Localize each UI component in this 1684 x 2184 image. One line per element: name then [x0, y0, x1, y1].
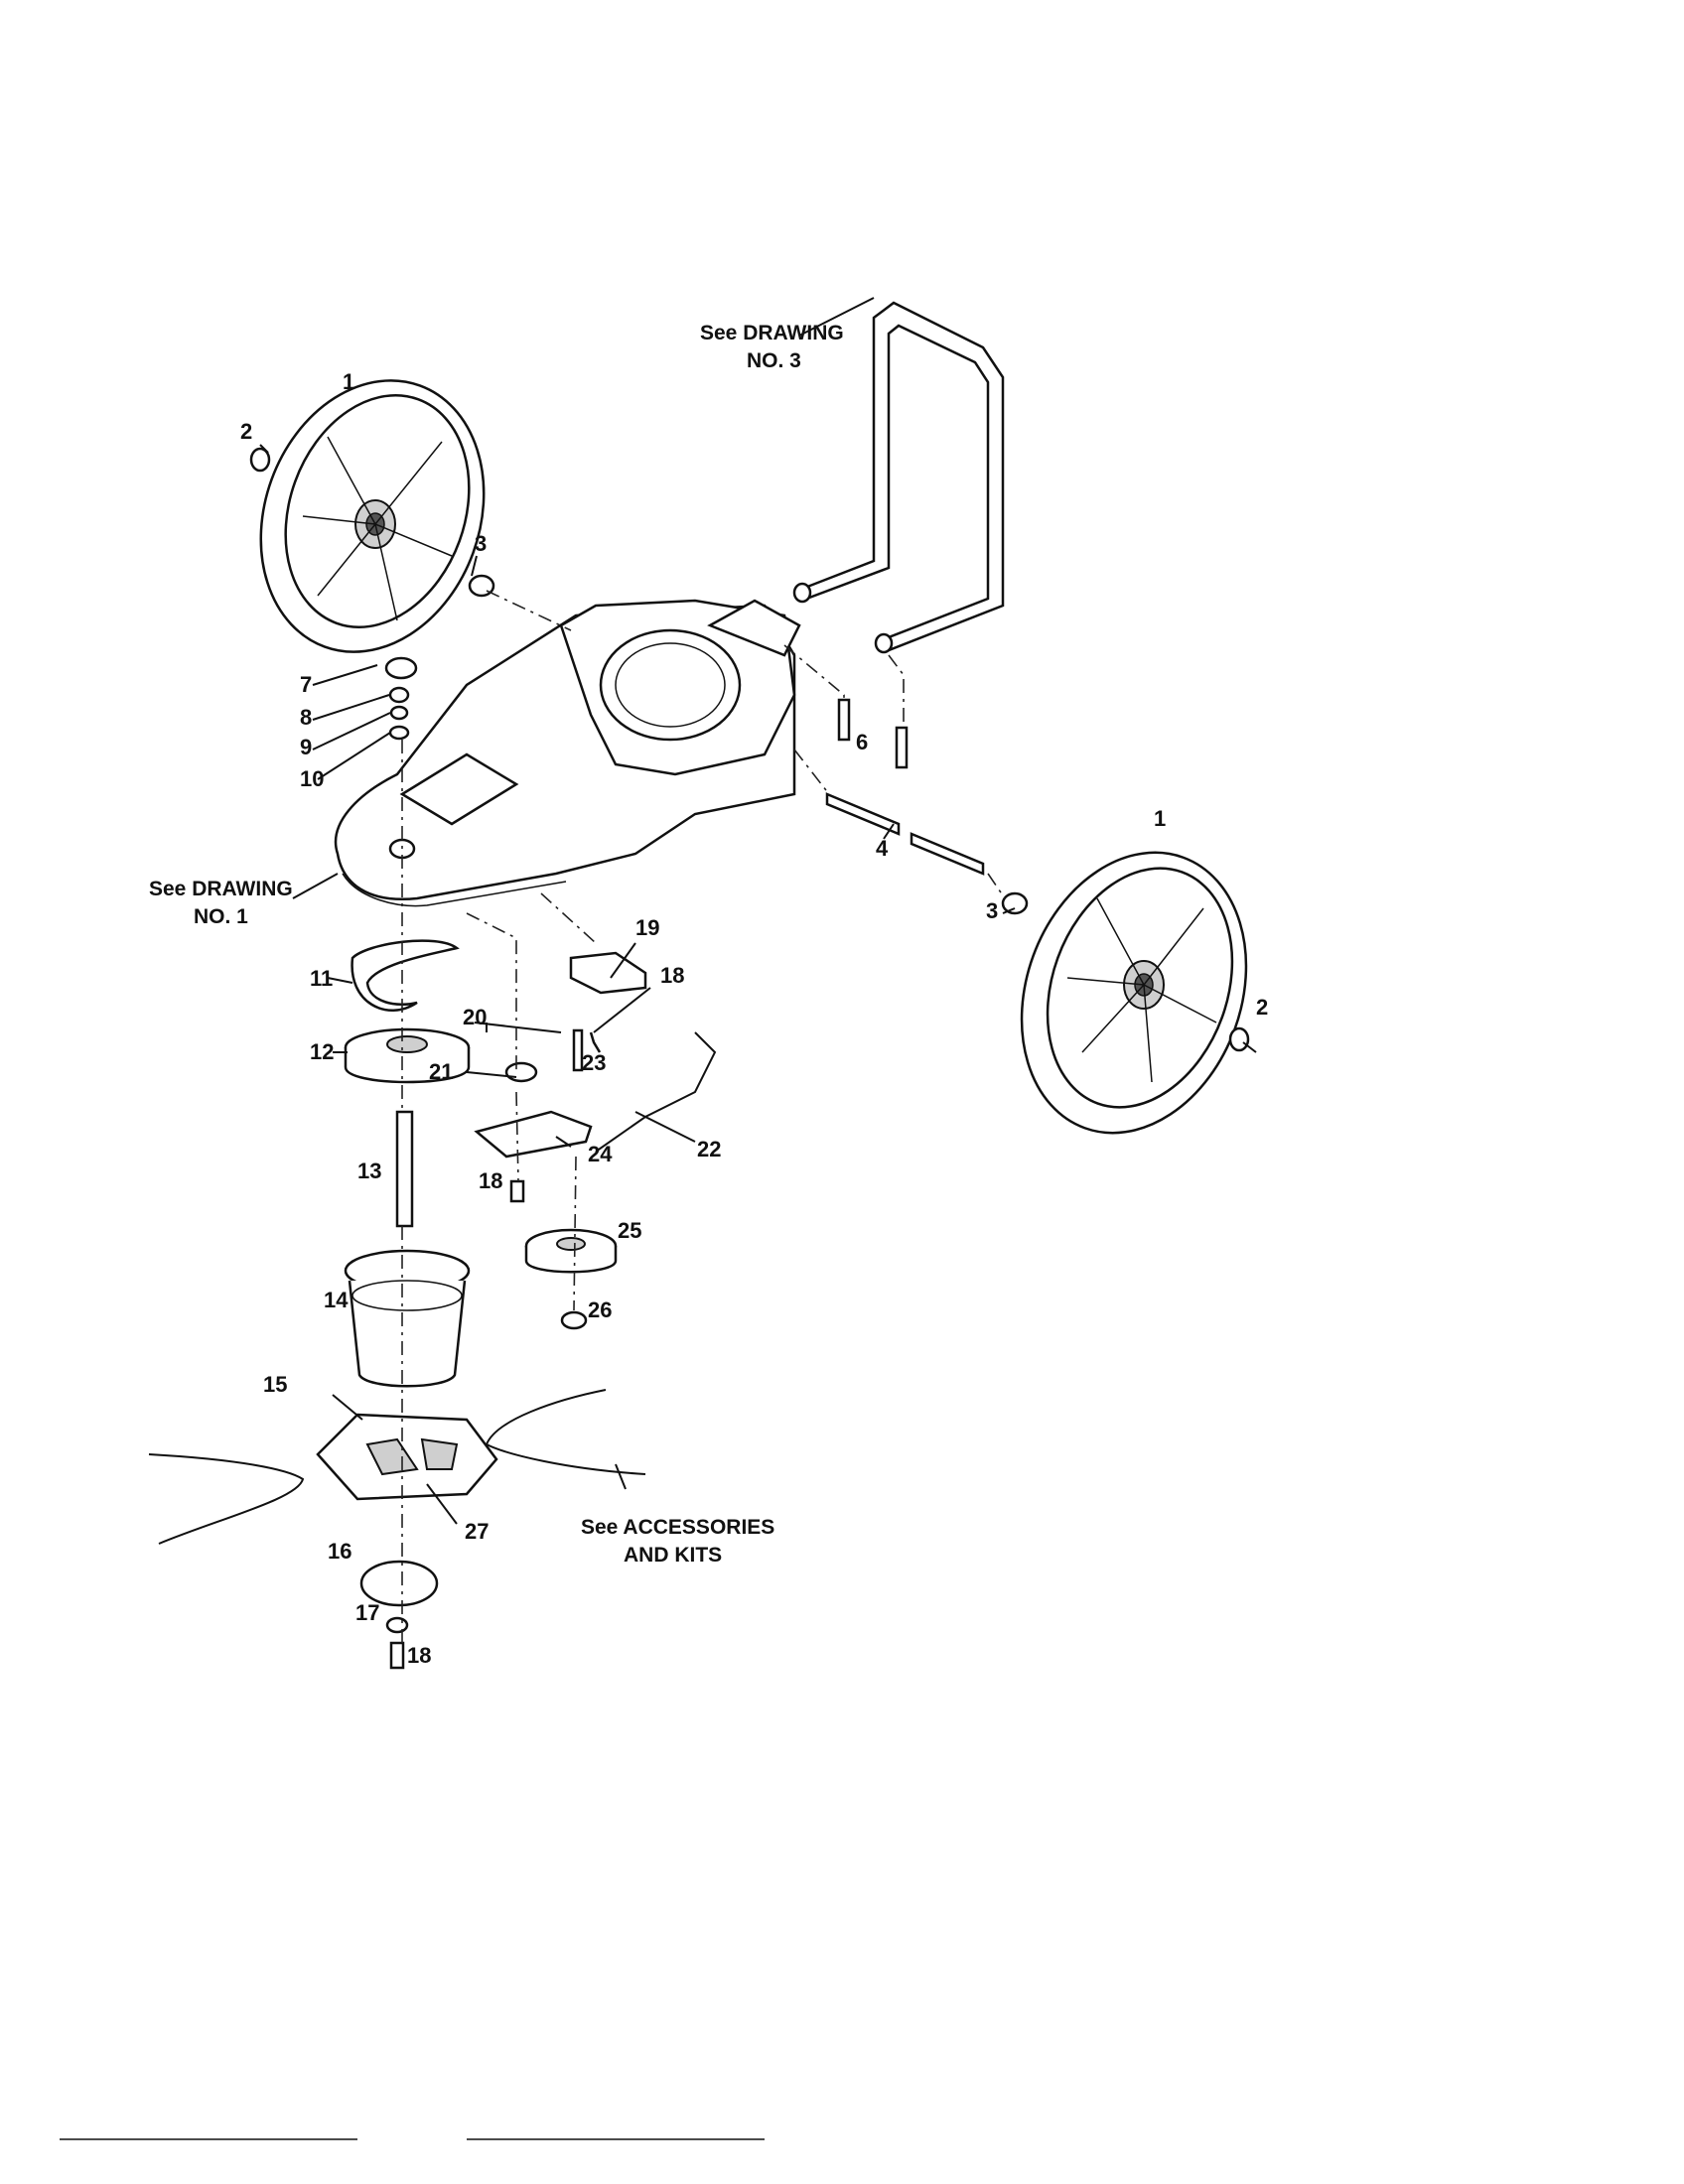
callout-14: 14: [324, 1288, 349, 1312]
callout-7: 7: [300, 672, 312, 697]
wheel-upper-left: [259, 379, 486, 653]
note-drawing-3-line2: NO. 3: [747, 349, 801, 372]
alignment-lines: [401, 590, 1006, 1648]
pulley-12: [344, 1027, 471, 1084]
callout-3b: 3: [986, 898, 998, 923]
cap-7: [384, 656, 418, 680]
note-drawing-3-line1: See DRAWING: [700, 322, 844, 344]
washer-10: [388, 725, 410, 741]
washer-17: [385, 1616, 409, 1634]
callout-15: 15: [263, 1372, 287, 1397]
spacer-26: [560, 1310, 588, 1330]
callout-13: 13: [357, 1159, 381, 1183]
note-drawing-1-line1: See DRAWING: [149, 878, 293, 900]
callout-10: 10: [300, 766, 324, 791]
deck-housing: [334, 599, 801, 907]
trimmer-head-15: [316, 1413, 498, 1501]
reference-notes: See DRAWING NO. 3 See DRAWING NO. 1 See …: [149, 322, 844, 1567]
callout-8: 8: [300, 705, 312, 730]
callout-21: 21: [429, 1059, 453, 1084]
trimmer-line-left: [148, 1453, 305, 1545]
leader-lines: [259, 297, 1257, 1525]
callout-19: 19: [635, 915, 659, 940]
washer-21: [504, 1061, 538, 1083]
spring-20: [474, 1022, 562, 1033]
callout-25: 25: [618, 1218, 641, 1243]
note-accessories-line1: See ACCESSORIES: [581, 1516, 774, 1539]
callout-6: 6: [856, 730, 868, 754]
nut-8: [388, 686, 410, 704]
shaft-13: [395, 1110, 414, 1228]
callout-18a: 18: [660, 963, 684, 988]
bolt-23: [572, 1028, 584, 1072]
spindle-housing-14: [344, 1249, 471, 1388]
bolt-18-bottom: [389, 1641, 405, 1670]
washer-lower: [1001, 891, 1029, 915]
washer-9: [389, 705, 409, 721]
retaining-ring-upper: [249, 447, 271, 473]
axle: [825, 792, 985, 876]
idler-arm-24: [474, 1110, 593, 1159]
callout-18c: 18: [407, 1643, 431, 1668]
callout-23: 23: [582, 1050, 606, 1075]
bracket-19: [569, 951, 647, 995]
callout-1b: 1: [1154, 806, 1166, 831]
cover-16: [359, 1560, 439, 1607]
callout-16: 16: [328, 1539, 351, 1564]
bolt-6b: [895, 726, 909, 769]
callout-1a: 1: [343, 369, 354, 394]
callout-26: 26: [588, 1297, 612, 1322]
trimmer-line-right: [485, 1389, 646, 1475]
idler-pulley-25: [524, 1228, 618, 1274]
cable-22: [595, 1031, 717, 1153]
callout-22: 22: [697, 1137, 721, 1161]
callout-9: 9: [300, 735, 312, 759]
callout-18b: 18: [479, 1168, 502, 1193]
callout-3a: 3: [475, 531, 487, 556]
bolt-18-lower: [509, 1179, 525, 1203]
retaining-ring-lower: [1228, 1026, 1250, 1052]
callout-labels: 1 2 3 7 8 9 10 6 4 1 3 2 19 18 11 20 12 …: [240, 369, 1268, 1668]
callout-27: 27: [465, 1519, 489, 1544]
callout-20: 20: [463, 1005, 487, 1029]
belt-11: [351, 939, 460, 1012]
callout-12: 12: [310, 1039, 334, 1064]
callout-4: 4: [876, 836, 889, 861]
callout-2b: 2: [1256, 995, 1268, 1020]
bolt-18-mid: [589, 1031, 602, 1053]
wheel-lower-right: [1020, 851, 1248, 1135]
bolt-6a: [837, 698, 851, 742]
callout-2a: 2: [240, 419, 252, 444]
callout-24: 24: [588, 1142, 613, 1166]
note-accessories-line2: AND KITS: [624, 1544, 722, 1567]
callout-11: 11: [310, 966, 333, 991]
handle-assembly: [792, 301, 1005, 654]
note-drawing-1-line2: NO. 1: [194, 905, 248, 928]
callout-17: 17: [355, 1600, 379, 1625]
